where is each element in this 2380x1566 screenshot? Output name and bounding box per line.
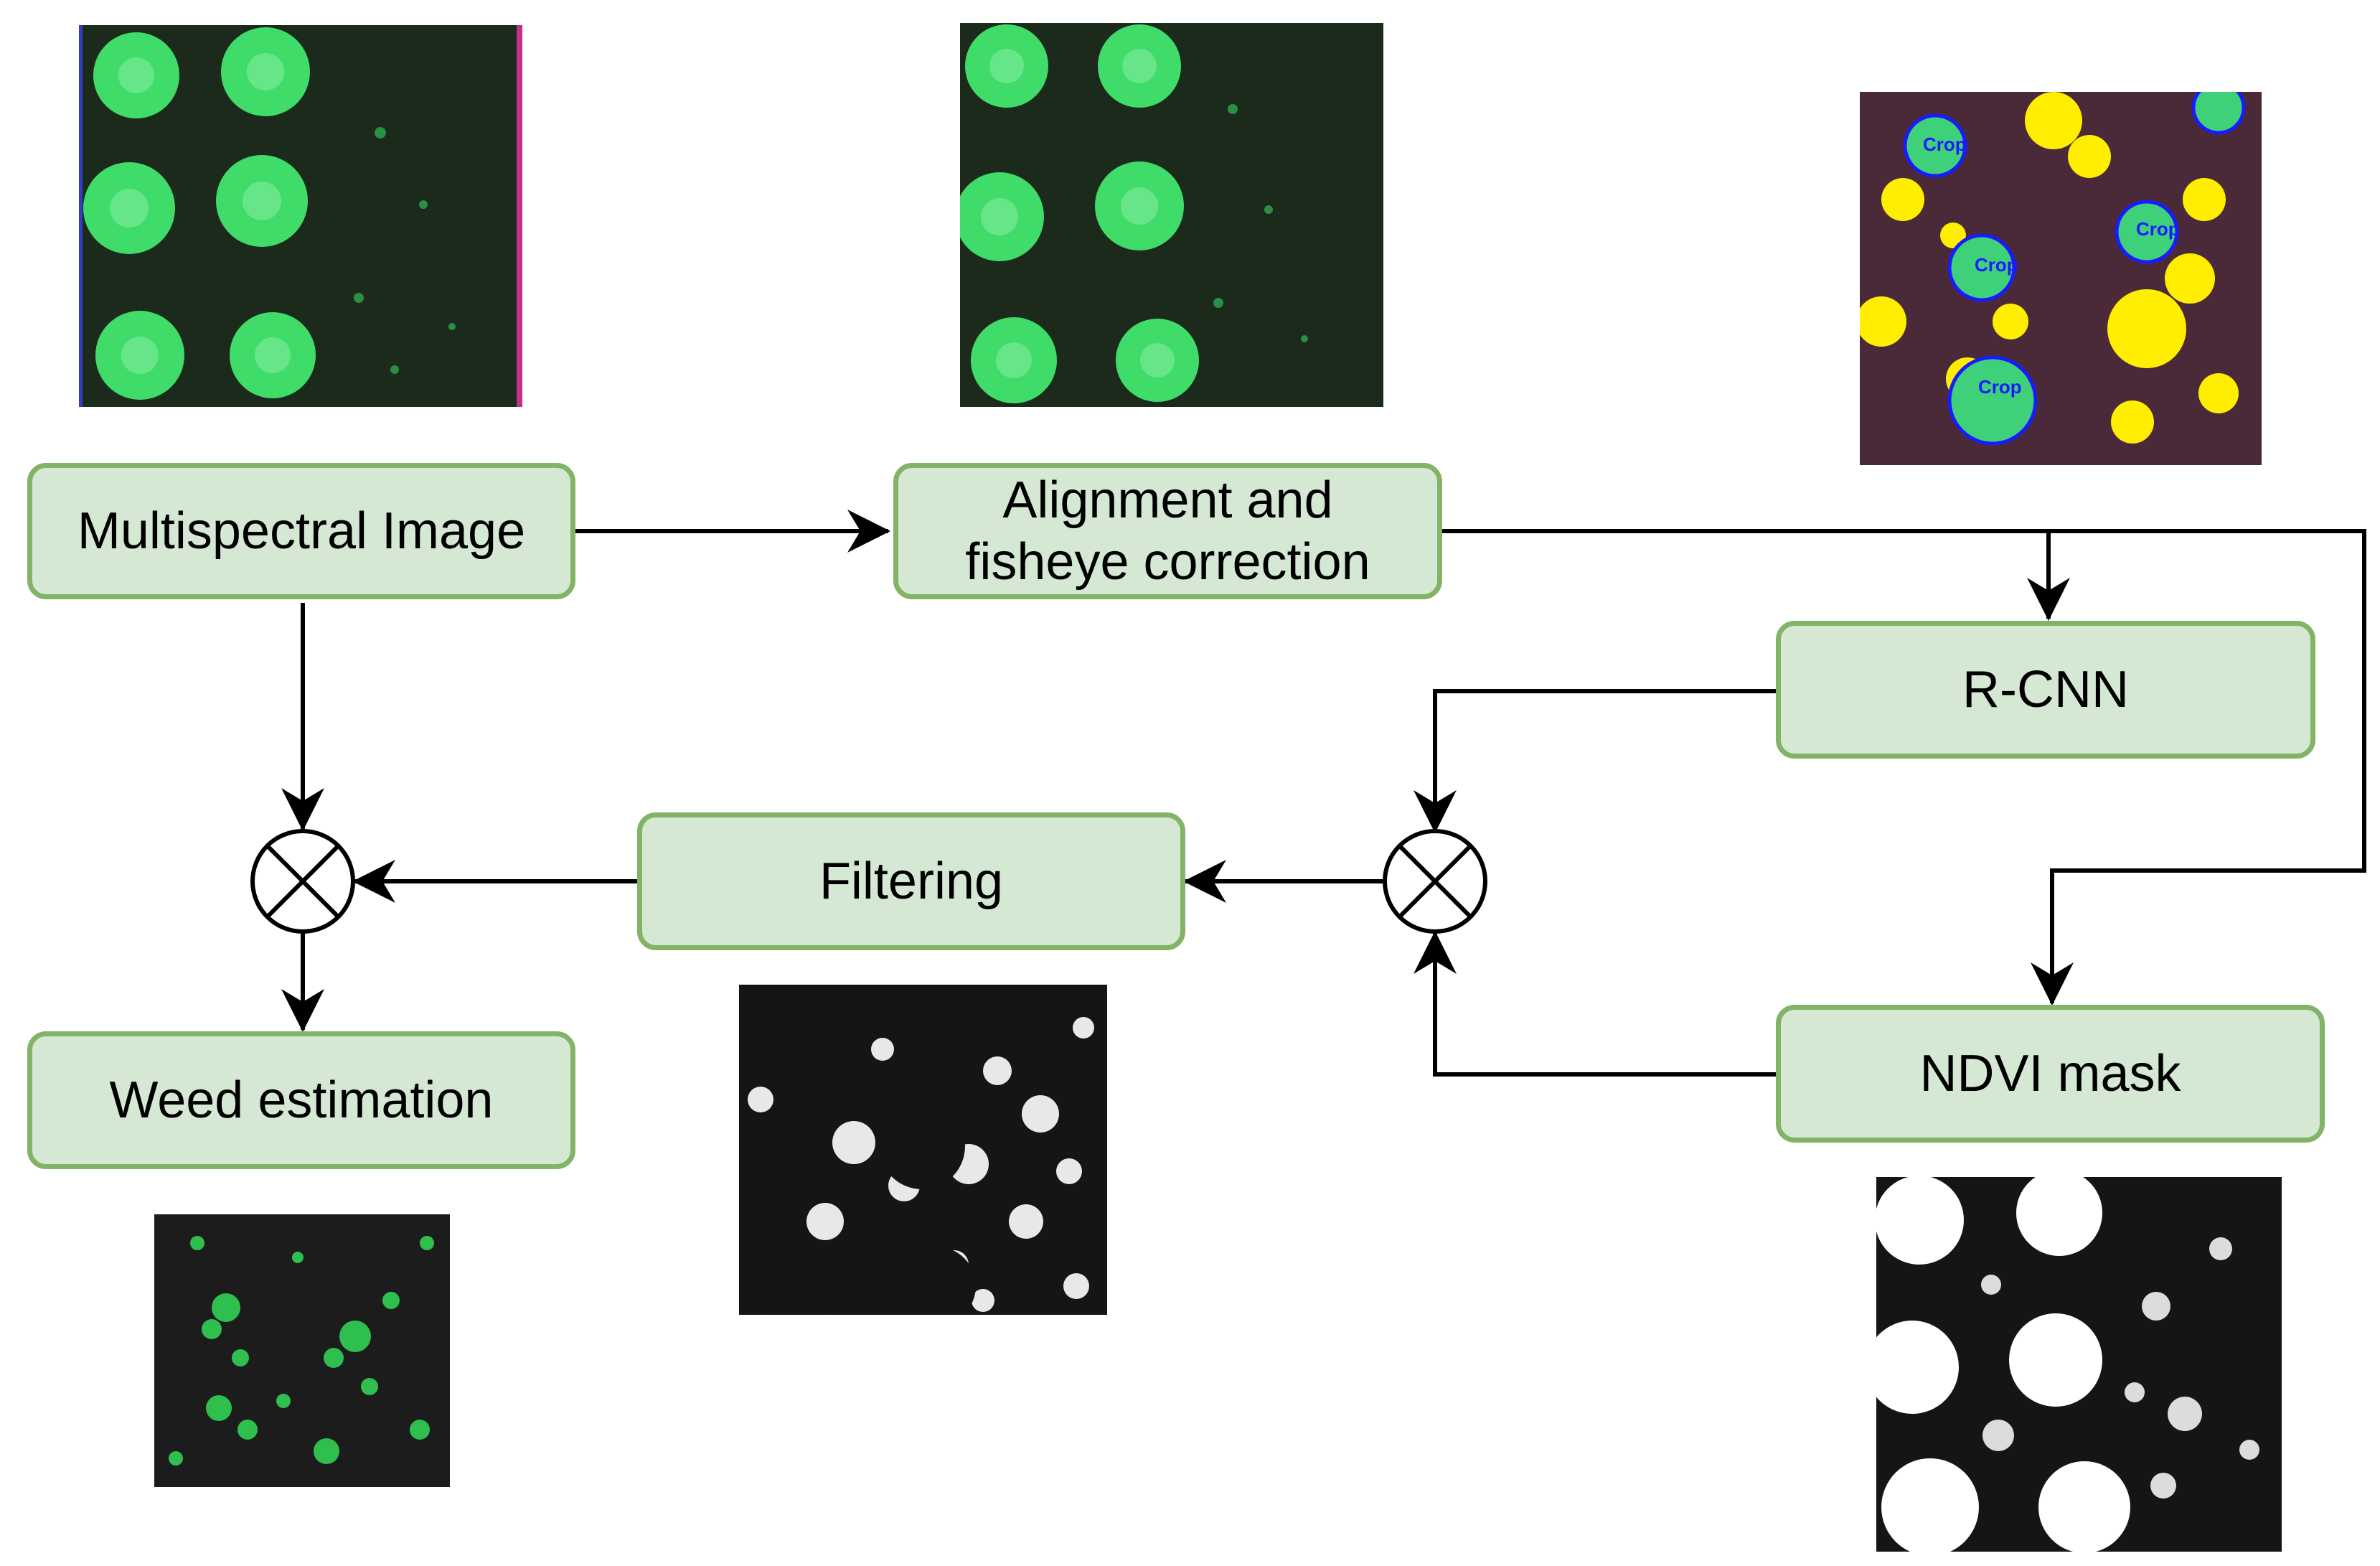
node-rcnn: R-CNN [1776,621,2315,759]
node-alignment-correction: Alignment and fisheye correction [893,463,1442,599]
edge-ndvi-to-combine-right [1414,931,1776,1077]
node-label: R-CNN [1962,660,2129,718]
node-label: Weed estimation [109,1071,494,1129]
node-ndvi-mask: NDVI mask [1776,1005,2325,1143]
detection-photo: Crop Crop Crop Crop [1860,92,2262,465]
edge-alignment-to-rcnn [1442,529,2070,621]
crop-label: Crop [1978,376,2022,398]
edge-rcnn-to-combine-right [1414,689,1776,833]
crop-label: Crop [1975,254,2018,276]
crop-label: Crop [2136,218,2180,240]
node-weed-estimation: Weed estimation [27,1031,575,1169]
crop-detection-icon: Crop Crop Crop Crop [1860,92,2262,465]
weed-map-icon [154,1214,450,1487]
multispectral-photo [79,25,522,407]
field-photo-icon [960,23,1383,407]
edge-alignment-to-ndvi [2031,529,2366,1005]
binary-mask-icon [739,985,1107,1315]
field-photo-icon [79,25,522,407]
node-label: NDVI mask [1919,1044,2181,1102]
multiply-circle-icon [250,829,355,934]
weed-map [154,1214,450,1487]
node-label: Alignment and fisheye correction [965,471,1370,591]
binary-mask-icon [1876,1177,2282,1552]
filtered-mask [739,985,1107,1315]
multiply-circle-icon [1383,829,1487,934]
aligned-photo [960,23,1383,407]
node-label: Multispectral Image [77,502,526,560]
node-label: Filtering [819,852,1004,910]
node-filtering: Filtering [637,812,1185,950]
node-multispectral-image: Multispectral Image [27,463,575,599]
ndvi-mask [1876,1177,2282,1552]
crop-label: Crop [1923,133,1967,155]
